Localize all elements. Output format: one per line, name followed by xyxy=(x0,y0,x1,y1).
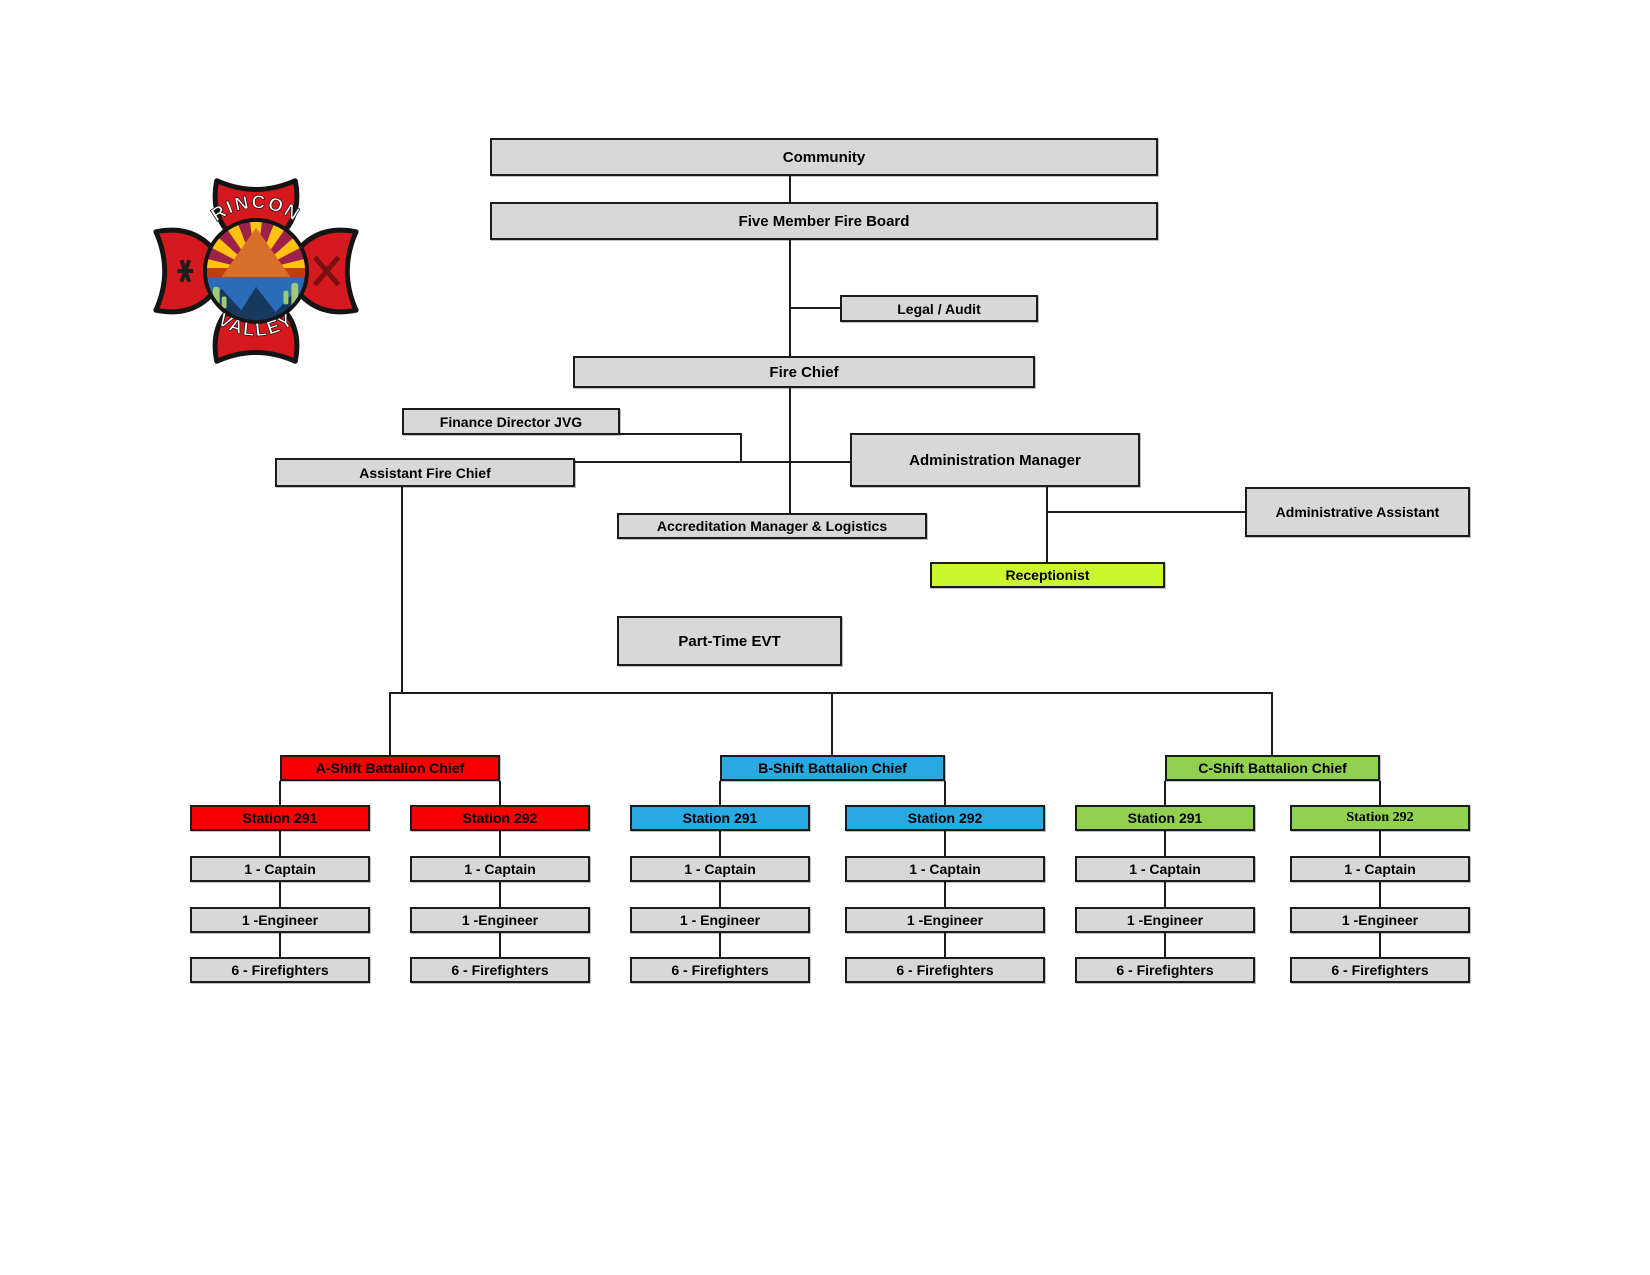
node-c291-captain: 1 - Captain xyxy=(1075,856,1255,882)
node-a-shift-battalion-chief: A-Shift Battalion Chief xyxy=(280,755,500,781)
node-a292-captain: 1 - Captain xyxy=(410,856,590,882)
connector-community-board xyxy=(789,176,791,202)
node-c291-engineer: 1 -Engineer xyxy=(1075,907,1255,933)
node-b291-captain: 1 - Captain xyxy=(630,856,810,882)
connector-col3-engineer xyxy=(719,882,721,907)
connector-col5-captain xyxy=(1164,831,1166,856)
node-a292-firefighters: 6 - Firefighters xyxy=(410,957,590,983)
connector-col1-firefighters xyxy=(279,933,281,957)
crossed-axes-icon xyxy=(313,255,341,287)
connector-drop-a-shift xyxy=(389,692,391,755)
node-c292-captain: 1 - Captain xyxy=(1290,856,1470,882)
node-administrative-assistant: Administrative Assistant xyxy=(1245,487,1470,537)
node-b292-firefighters: 6 - Firefighters xyxy=(845,957,1045,983)
node-a291-captain: 1 - Captain xyxy=(190,856,370,882)
node-legal-audit: Legal / Audit xyxy=(840,295,1038,322)
connector-firechief-accreditation xyxy=(789,388,791,513)
connector-c-292 xyxy=(1379,781,1381,805)
node-c-station-291: Station 291 xyxy=(1075,805,1255,831)
node-b-station-292: Station 292 xyxy=(845,805,1045,831)
node-c291-firefighters: 6 - Firefighters xyxy=(1075,957,1255,983)
connector-c-291 xyxy=(1164,781,1166,805)
node-c292-engineer: 1 -Engineer xyxy=(1290,907,1470,933)
node-fire-board: Five Member Fire Board xyxy=(490,202,1158,240)
connector-b-291 xyxy=(719,781,721,805)
node-community: Community xyxy=(490,138,1158,176)
connector-col4-captain xyxy=(944,831,946,856)
node-receptionist: Receptionist xyxy=(930,562,1165,588)
node-b292-engineer: 1 -Engineer xyxy=(845,907,1045,933)
rincon-valley-fire-logo: RINCON VALLEY xyxy=(153,178,359,364)
node-c292-firefighters: 6 - Firefighters xyxy=(1290,957,1470,983)
star-of-life-icon xyxy=(177,259,194,283)
node-b292-captain: 1 - Captain xyxy=(845,856,1045,882)
connector-col3-firefighters xyxy=(719,933,721,957)
node-a292-engineer: 1 -Engineer xyxy=(410,907,590,933)
connector-col6-captain xyxy=(1379,831,1381,856)
connector-finance-v xyxy=(740,433,742,463)
connector-col2-engineer xyxy=(499,882,501,907)
connector-a-291 xyxy=(279,781,281,805)
node-a-station-292: Station 292 xyxy=(410,805,590,831)
connector-b-292 xyxy=(944,781,946,805)
connector-col5-engineer xyxy=(1164,882,1166,907)
connector-adminmgr-adminasst xyxy=(1046,511,1245,513)
connector-afc-operations xyxy=(401,487,403,692)
connector-col6-firefighters xyxy=(1379,933,1381,957)
connector-a-292 xyxy=(499,781,501,805)
node-part-time-evt: Part-Time EVT xyxy=(617,616,842,666)
connector-finance-h xyxy=(620,433,742,435)
connector-afc-adminmgr xyxy=(575,461,850,463)
node-b-station-291: Station 291 xyxy=(630,805,810,831)
connector-col6-engineer xyxy=(1379,882,1381,907)
node-b291-engineer: 1 - Engineer xyxy=(630,907,810,933)
node-b291-firefighters: 6 - Firefighters xyxy=(630,957,810,983)
connector-drop-c-shift xyxy=(1271,692,1273,755)
node-fire-chief: Fire Chief xyxy=(573,356,1035,388)
connector-col2-captain xyxy=(499,831,501,856)
node-c-station-292: Station 292 xyxy=(1290,805,1470,831)
node-administration-manager: Administration Manager xyxy=(850,433,1140,487)
connector-legal-audit xyxy=(789,307,840,309)
connector-board-firechief xyxy=(789,240,791,356)
node-a291-engineer: 1 -Engineer xyxy=(190,907,370,933)
connector-col2-firefighters xyxy=(499,933,501,957)
node-assistant-fire-chief: Assistant Fire Chief xyxy=(275,458,575,487)
connector-drop-b-shift xyxy=(831,692,833,755)
node-c-shift-battalion-chief: C-Shift Battalion Chief xyxy=(1165,755,1380,781)
node-accreditation-manager: Accreditation Manager & Logistics xyxy=(617,513,927,539)
connector-col1-engineer xyxy=(279,882,281,907)
connector-col3-captain xyxy=(719,831,721,856)
connector-col5-firefighters xyxy=(1164,933,1166,957)
connector-col4-firefighters xyxy=(944,933,946,957)
connector-adminmgr-receptionist xyxy=(1046,487,1048,562)
connector-col1-captain xyxy=(279,831,281,856)
node-finance-director: Finance Director JVG xyxy=(402,408,620,435)
node-a291-firefighters: 6 - Firefighters xyxy=(190,957,370,983)
node-a-station-291: Station 291 xyxy=(190,805,370,831)
connector-col4-engineer xyxy=(944,882,946,907)
node-b-shift-battalion-chief: B-Shift Battalion Chief xyxy=(720,755,945,781)
